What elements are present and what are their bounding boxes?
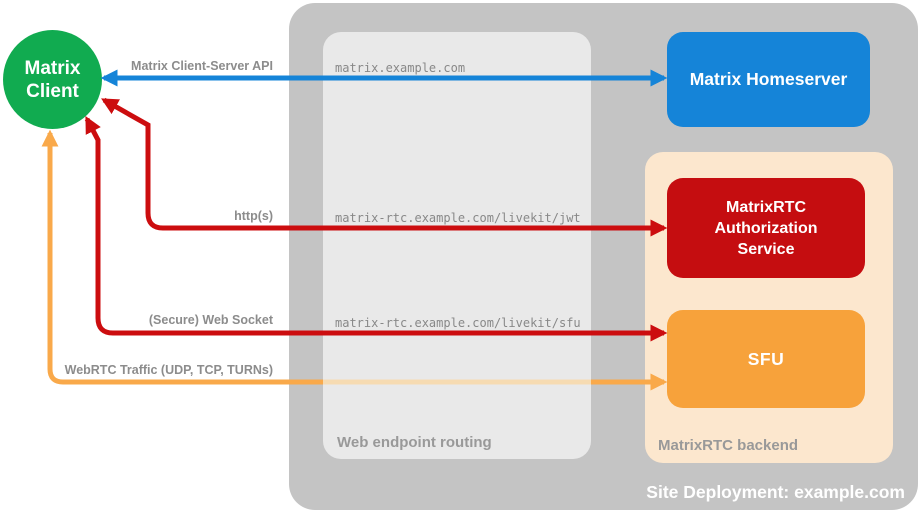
label-client-server-api: Matrix Client-Server API xyxy=(131,59,273,73)
web-endpoint-routing-box: matrix.example.com matrix-rtc.example.co… xyxy=(323,32,591,459)
matrix-homeserver-node: Matrix Homeserver xyxy=(667,32,870,127)
endpoint-matrix-example-com: matrix.example.com xyxy=(335,61,466,75)
label-webrtc-traffic: WebRTC Traffic (UDP, TCP, TURNs) xyxy=(64,363,273,377)
site-deployment-title: Site Deployment: example.com xyxy=(646,482,905,502)
endpoint-livekit-jwt: matrix-rtc.example.com/livekit/jwt xyxy=(335,211,581,225)
sfu-node: SFU xyxy=(667,310,865,408)
web-endpoint-routing-label: Web endpoint routing xyxy=(337,434,492,451)
matrixrtc-authorization-service-node: MatrixRTC Authorization Service xyxy=(667,178,865,278)
label-https: http(s) xyxy=(234,209,273,223)
matrix-client-node: Matrix Client xyxy=(3,30,102,129)
endpoint-livekit-sfu: matrix-rtc.example.com/livekit/sfu xyxy=(335,316,581,330)
matrixrtc-backend-label: MatrixRTC backend xyxy=(658,437,799,454)
label-secure-web-socket: (Secure) Web Socket xyxy=(148,313,273,327)
